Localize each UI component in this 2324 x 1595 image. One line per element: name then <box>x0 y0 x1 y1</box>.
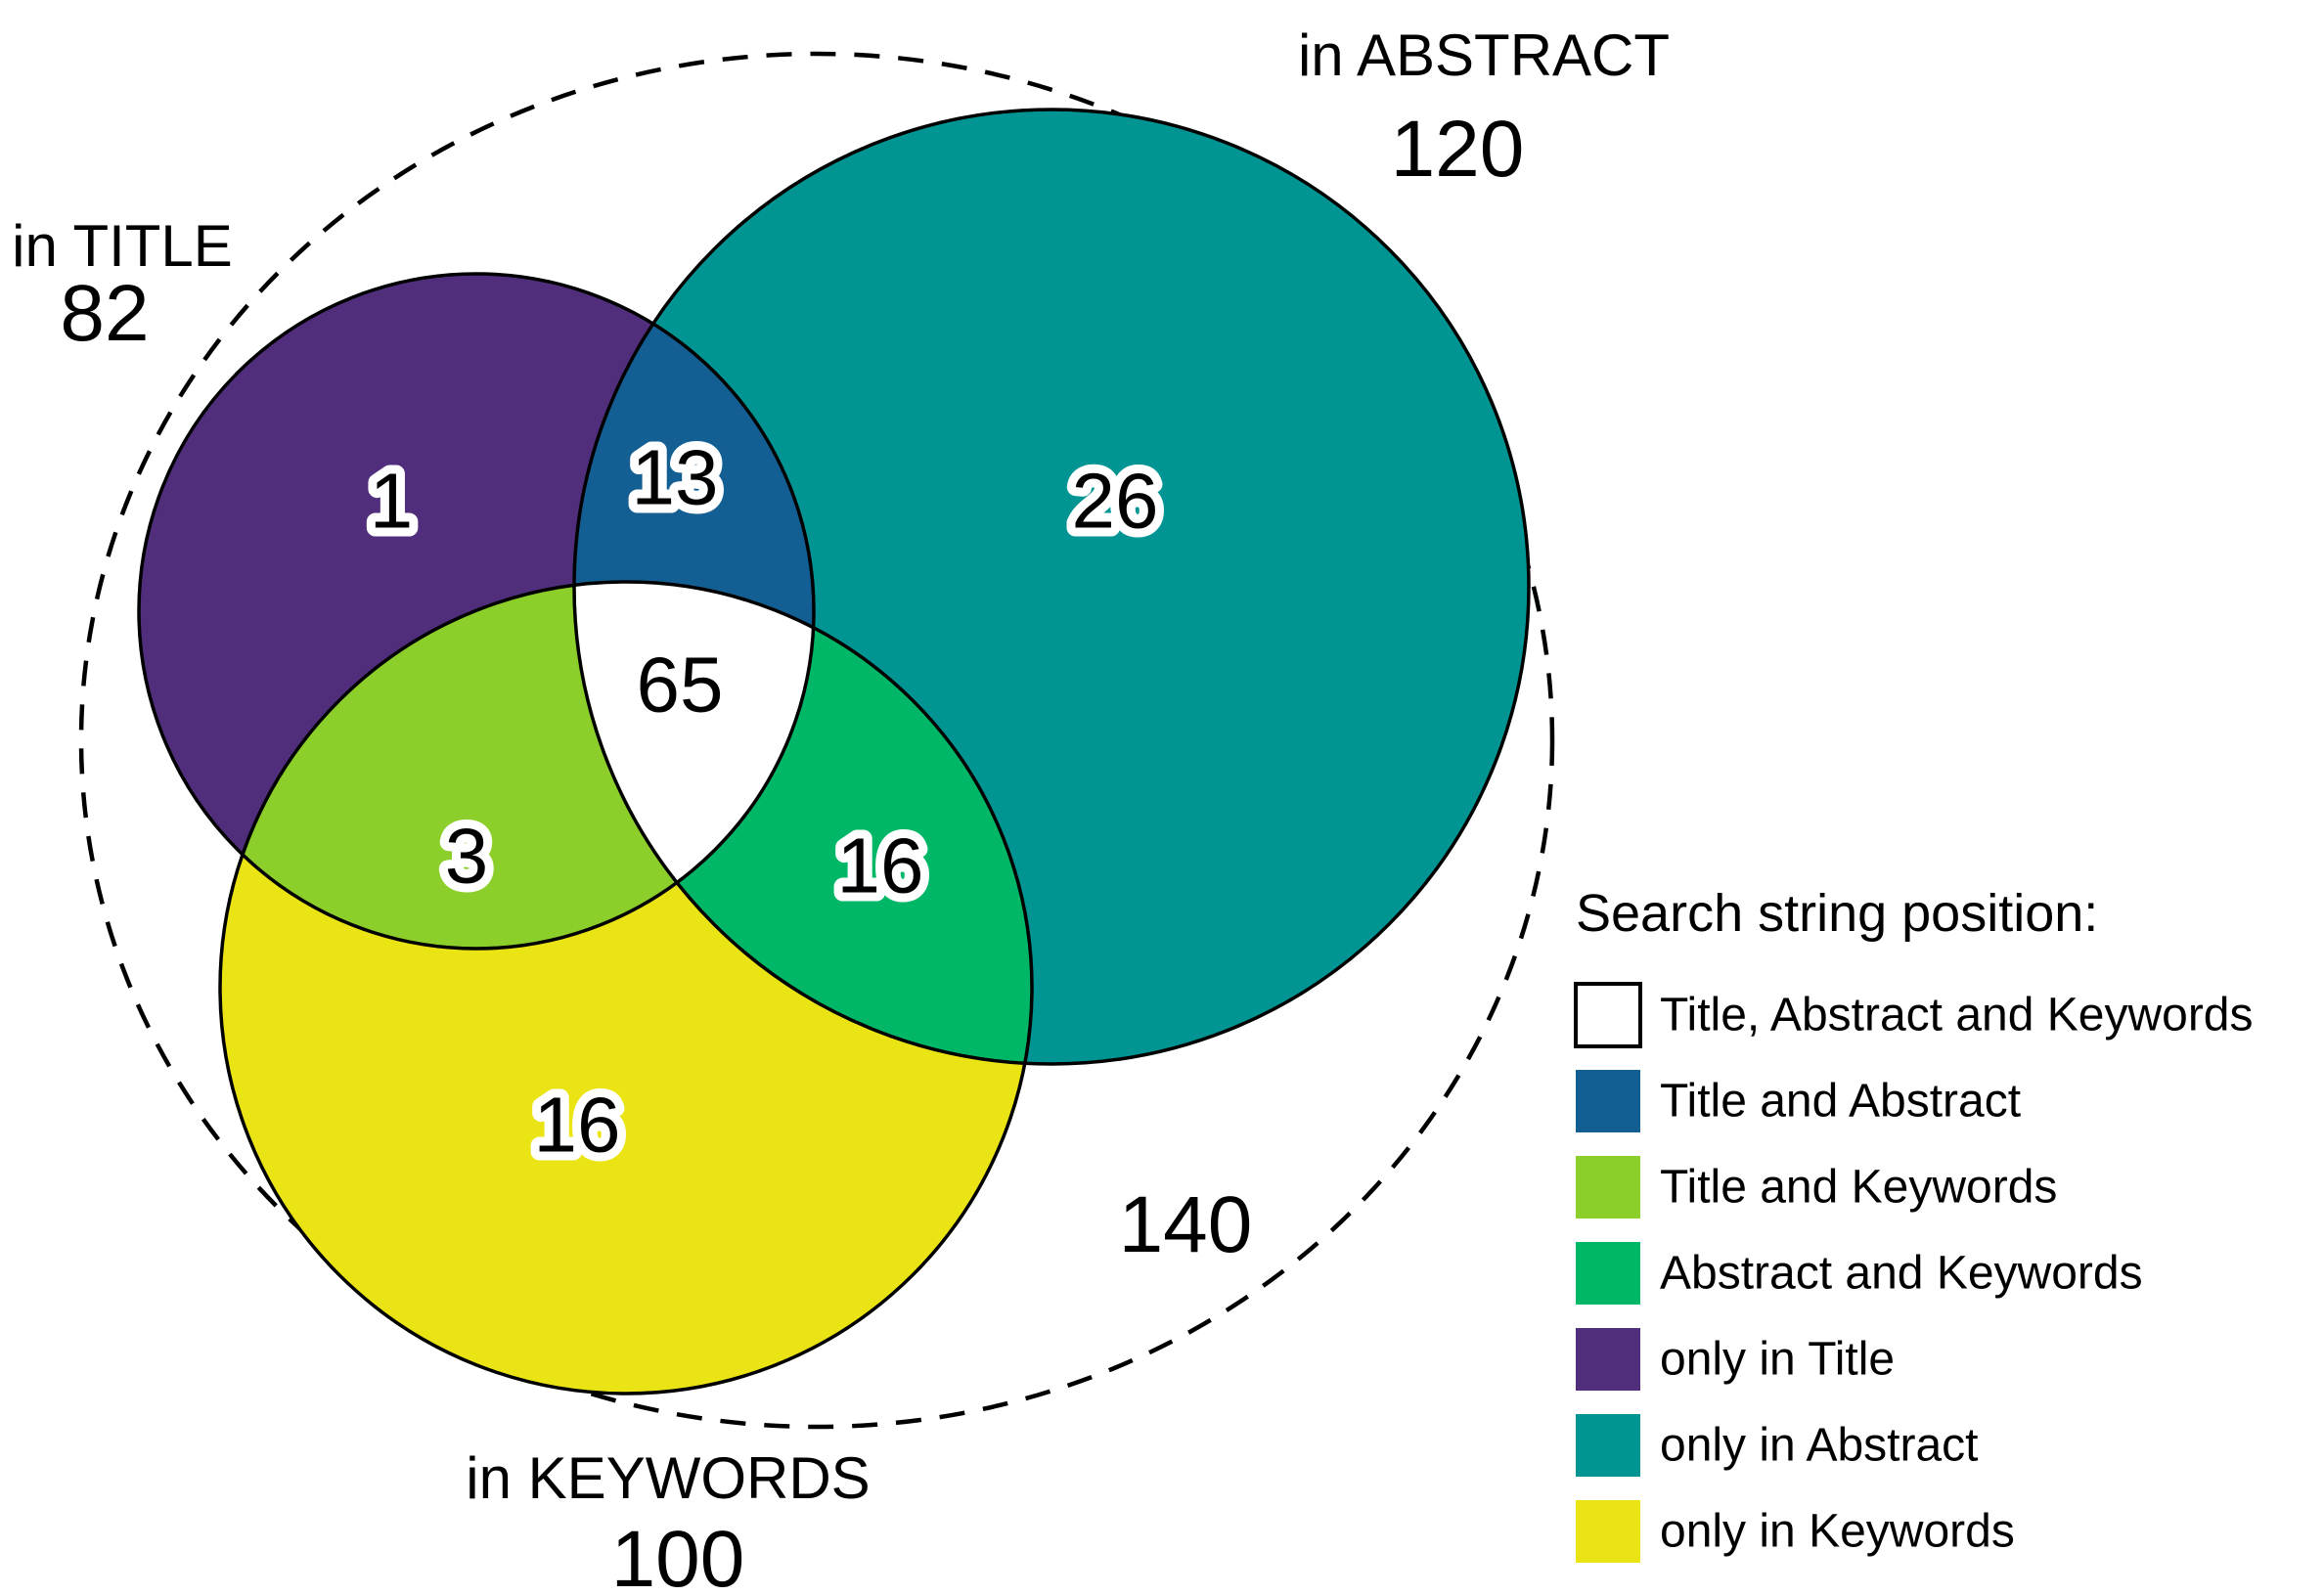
legend-item-title-keywords: Title and Keywords <box>1576 1156 2057 1218</box>
legend-label-title-abstract-keywords: Title, Abstract and Keywords <box>1660 990 2254 1041</box>
legend-item-abstract-keywords: Abstract and Keywords <box>1576 1242 2143 1305</box>
legend-item-only-title: only in Title <box>1576 1328 1895 1391</box>
legend-swatch-only-abstract <box>1576 1414 1640 1477</box>
legend-swatch-abstract-keywords <box>1576 1242 1640 1305</box>
keywords-set-label: in KEYWORDS <box>466 1445 870 1511</box>
legend-item-title-abstract-keywords: Title, Abstract and Keywords <box>1574 982 2254 1048</box>
legend-item-title-abstract: Title and Abstract <box>1576 1070 2021 1132</box>
legend-item-only-abstract: only in Abstract <box>1576 1414 1979 1477</box>
legend-label-abstract-keywords: Abstract and Keywords <box>1660 1248 2143 1300</box>
title-set-total: 82 <box>60 269 149 358</box>
union-total-label: 140 <box>1119 1180 1253 1269</box>
legend-swatch-title-abstract-keywords <box>1574 982 1642 1048</box>
region-value-only-title: 1 <box>370 458 414 545</box>
legend-label-title-keywords: Title and Keywords <box>1660 1162 2057 1214</box>
legend-label-title-abstract: Title and Abstract <box>1660 1076 2021 1128</box>
region-value-only-keywords: 16 <box>534 1082 621 1169</box>
legend-label-only-keywords: only in Keywords <box>1660 1506 2015 1558</box>
legend-swatch-title-keywords <box>1576 1156 1640 1218</box>
region-value-title-and-abstract: 13 <box>632 434 719 521</box>
title-keywords-fill <box>220 582 814 949</box>
legend-swatch-title-abstract <box>1576 1070 1640 1132</box>
legend-swatch-only-keywords <box>1576 1500 1640 1563</box>
region-value-title-and-keywords: 3 <box>445 813 489 900</box>
region-value-all-three: 65 <box>637 642 724 729</box>
legend-item-only-keywords: only in Keywords <box>1576 1500 2015 1563</box>
union-dashed-circle <box>78 51 1555 1430</box>
region-value-abstract-and-keywords: 16 <box>837 822 924 909</box>
keywords-circle-outline <box>218 580 1034 1396</box>
legend-label-only-title: only in Title <box>1660 1334 1895 1386</box>
title-set-label: in TITLE <box>12 213 233 279</box>
abstract-set-label: in ABSTRACT <box>1298 22 1670 88</box>
legend-title: Search string position: <box>1576 884 2098 943</box>
legend-swatch-only-title <box>1576 1328 1640 1391</box>
legend: Search string position: Title, Abstract … <box>1574 884 2254 1563</box>
region-value-only-abstract: 26 <box>1072 458 1159 545</box>
abstract-set-total: 120 <box>1391 105 1525 194</box>
legend-label-only-abstract: only in Abstract <box>1660 1420 1979 1472</box>
title-circle-outline <box>137 272 816 951</box>
keywords-set-total: 100 <box>611 1515 745 1590</box>
